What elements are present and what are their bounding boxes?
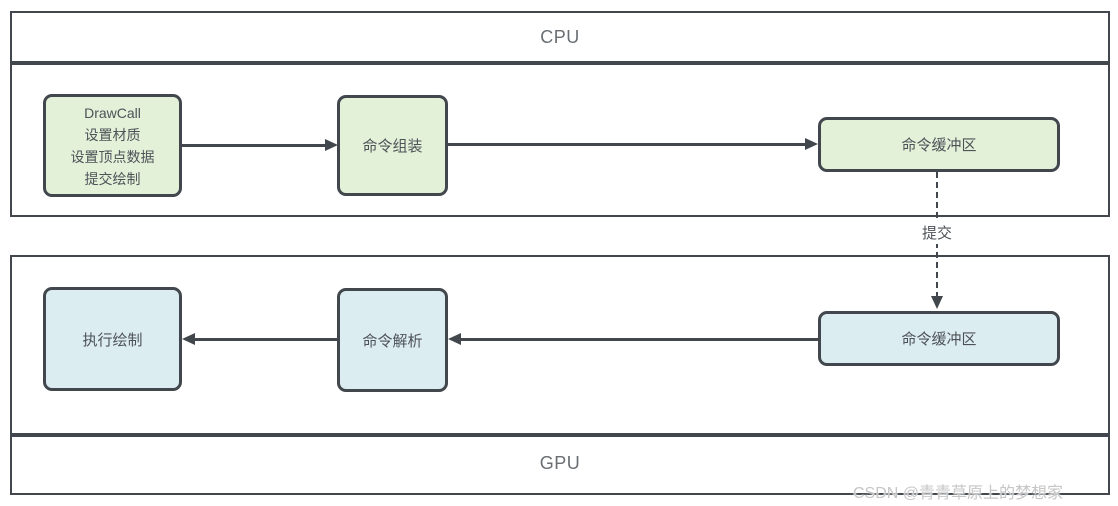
node-command-buffer-cpu: 命令缓冲区 <box>818 117 1060 172</box>
drawcall-line-4: 提交绘制 <box>84 170 141 187</box>
edge-drawcall-to-assemble <box>182 144 326 147</box>
arrowhead-right-icon <box>325 139 338 151</box>
csdn-watermark: CSDN @青青草原上的梦想家 <box>853 485 1064 502</box>
submit-edge-label: 提交 <box>906 221 968 244</box>
node-execute-draw: 执行绘制 <box>43 287 182 391</box>
drawcall-line-3: 设置顶点数据 <box>70 148 155 165</box>
edge-buffer-to-parse <box>460 338 818 341</box>
edge-assemble-to-buffer <box>448 143 806 146</box>
cpu-title: CPU <box>540 27 580 47</box>
drawcall-line-2: 设置材质 <box>84 126 141 143</box>
node-command-assemble: 命令组装 <box>337 95 448 196</box>
gpu-title-bar: GPU <box>10 435 1110 495</box>
node-execute-draw-label: 执行绘制 <box>82 331 143 349</box>
arrowhead-right-icon <box>805 138 818 150</box>
cpu-title-bar: CPU <box>10 11 1110 63</box>
drawcall-line-1: DrawCall <box>84 104 141 121</box>
node-drawcall: DrawCall 设置材质 设置顶点数据 提交绘制 <box>43 94 182 197</box>
node-command-parse: 命令解析 <box>337 288 448 392</box>
node-command-assemble-label: 命令组装 <box>362 138 423 155</box>
node-command-parse-label: 命令解析 <box>362 332 423 350</box>
node-command-buffer-gpu: 命令缓冲区 <box>818 311 1060 366</box>
node-command-buffer-gpu-label: 命令缓冲区 <box>901 331 977 348</box>
arrowhead-left-icon <box>182 333 195 345</box>
arrowhead-left-icon <box>448 333 461 345</box>
arrowhead-down-icon <box>931 296 943 309</box>
node-drawcall-label: DrawCall 设置材质 设置顶点数据 提交绘制 <box>71 102 155 190</box>
gpu-title: GPU <box>539 453 581 473</box>
node-command-buffer-cpu-label: 命令缓冲区 <box>901 137 977 154</box>
edge-parse-to-exec <box>194 338 338 341</box>
